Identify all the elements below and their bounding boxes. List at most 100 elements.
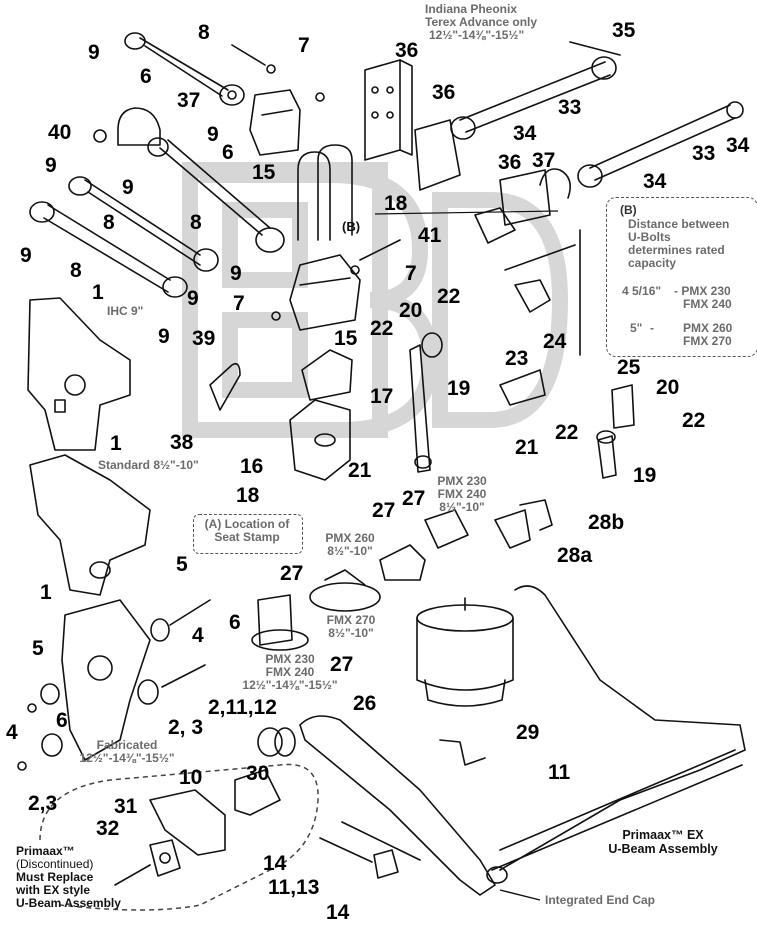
callout-18-a: 18: [384, 192, 408, 215]
legend-b-arrow: [374, 210, 559, 215]
ubolt-legend-box: [606, 197, 757, 357]
callout-11: 11: [548, 761, 571, 784]
callout-38: 38: [170, 431, 194, 454]
bracket-15-top: [249, 89, 301, 156]
callout-28a: 28a: [557, 544, 593, 567]
bracket-31: [149, 839, 181, 877]
spacer-block-36b: [414, 119, 461, 191]
shock-small-19: [596, 430, 617, 479]
callout-27-c: 27: [280, 562, 304, 585]
caption-pmx230-fmx240-b: PMX 230 FMX 240 12½"-14⅜"-15½": [242, 652, 338, 692]
legend-row-2-model-a: PMX 260: [683, 321, 733, 335]
legend-row-1-distance: 4 5/16": [622, 284, 662, 298]
callout-17: 17: [370, 385, 394, 408]
callout-2-3-b: 2,3: [28, 792, 58, 815]
bolt-7-lower: [271, 239, 401, 321]
callout-35: 35: [612, 19, 636, 42]
torque-rod-2: [147, 137, 285, 253]
legend-tag: (B): [620, 203, 637, 217]
callout-15-b: 15: [334, 327, 358, 350]
callout-8-d: 8: [70, 259, 82, 282]
callout-31: 31: [114, 795, 138, 818]
caption-standard: Standard 8½"-10": [98, 458, 199, 472]
callout-10: 10: [179, 766, 203, 789]
callout-6-a: 6: [140, 65, 152, 88]
callout-22-b: 22: [370, 317, 394, 340]
callout-28b: 28b: [588, 511, 625, 534]
callout-9-h: 9: [158, 325, 170, 348]
callout-1-b: 1: [110, 432, 122, 455]
callout-22-d: 22: [682, 409, 706, 432]
callout-20-b: 20: [656, 376, 680, 399]
bracket-41: [474, 207, 516, 244]
height-control-valve: [504, 229, 581, 356]
callout-27-a: 27: [402, 487, 426, 510]
callout-5-a: 5: [176, 553, 188, 576]
callout-34-b: 34: [726, 134, 750, 157]
caption-fabricated: Fabricated 12½"-14⅜"-15½": [79, 738, 175, 765]
callout-9-d: 9: [122, 176, 134, 199]
caption-fmx270: FMX 270 8½"-10": [326, 613, 376, 640]
caption-integrated-end-cap: Integrated End Cap: [545, 893, 656, 907]
spacer-block-36a: [364, 59, 413, 161]
callout-9-e: 9: [20, 244, 32, 267]
shock-absorber-19: [409, 332, 443, 473]
callout-20-a: 20: [399, 299, 423, 322]
callout-36-c: 36: [498, 151, 522, 174]
callout-40: 40: [48, 121, 72, 144]
callout-7-c: 7: [233, 292, 245, 315]
callout-14-a: 14: [263, 852, 287, 875]
callout-2-3-a: 2, 3: [168, 716, 204, 739]
u-bolt-18: [297, 144, 353, 241]
callout-8-b: 8: [190, 211, 202, 234]
callout-7-a: 7: [298, 34, 310, 57]
callout-7-b: 7: [405, 262, 417, 285]
legend-description: Distance between U-Bolts determines rate…: [628, 217, 730, 270]
legend-row-2-model-b: FMX 270: [683, 334, 732, 348]
callout-11-13: 11,13: [268, 876, 320, 899]
callout-8-c: 8: [103, 211, 115, 234]
air-spring-mount-27b: [379, 544, 426, 581]
hanger-1-ihc: [27, 297, 131, 451]
bracket-15-lower: [289, 254, 361, 331]
callout-9-g: 9: [187, 287, 199, 310]
bracket-28: [494, 499, 553, 549]
callout-29: 29: [516, 721, 540, 744]
callout-9-c: 9: [45, 154, 57, 177]
u-bolt-39: [209, 362, 241, 411]
callout-30: 30: [246, 762, 270, 785]
callout-16: 16: [240, 455, 264, 478]
callout-37-a: 37: [177, 89, 201, 112]
callout-19-a: 19: [447, 377, 471, 400]
caption-ihc: IHC 9": [107, 304, 144, 318]
torque-rod-upper: [124, 32, 245, 106]
callout-6-b: 6: [222, 141, 234, 164]
ex-assembly-title: Primaax™ EX U-Beam Assembly: [608, 828, 718, 856]
torque-rod-3: [68, 176, 219, 272]
callout-33-a: 33: [558, 96, 582, 119]
clamp-37-right: [539, 168, 571, 199]
air-spring-mount-27c: [309, 569, 381, 612]
torque-rod-4: [29, 201, 188, 298]
callout-33-b: 33: [692, 142, 716, 165]
callout-39: 39: [192, 327, 216, 350]
legend-row-1-model-b: FMX 240: [683, 297, 732, 311]
caption-indiana: Indiana Pheonix Terex Advance only 12½"-…: [425, 2, 538, 42]
callout-6-c: 6: [229, 611, 241, 634]
callout-34-a: 34: [513, 122, 537, 145]
callout-6-d: 6: [56, 709, 68, 732]
callout-21-b: 21: [348, 459, 372, 482]
primaax-note: Primaax™ (Discontinued) Must Replace wit…: [16, 844, 121, 910]
caption-ubolt-b: (B): [342, 219, 361, 234]
callout-26: 26: [353, 692, 377, 715]
callout-4-a: 4: [192, 624, 204, 647]
bushing-11-13: [319, 821, 421, 879]
integrated-end-cap-arrow: [499, 889, 541, 901]
primaax-dashed-region: [39, 763, 319, 911]
torque-rod-33-lower: [577, 101, 744, 188]
callout-5-b: 5: [32, 637, 44, 660]
bracket-29: [439, 739, 486, 766]
legend-row-2-distance: 5": [630, 321, 643, 335]
callout-37-b: 37: [532, 149, 556, 172]
